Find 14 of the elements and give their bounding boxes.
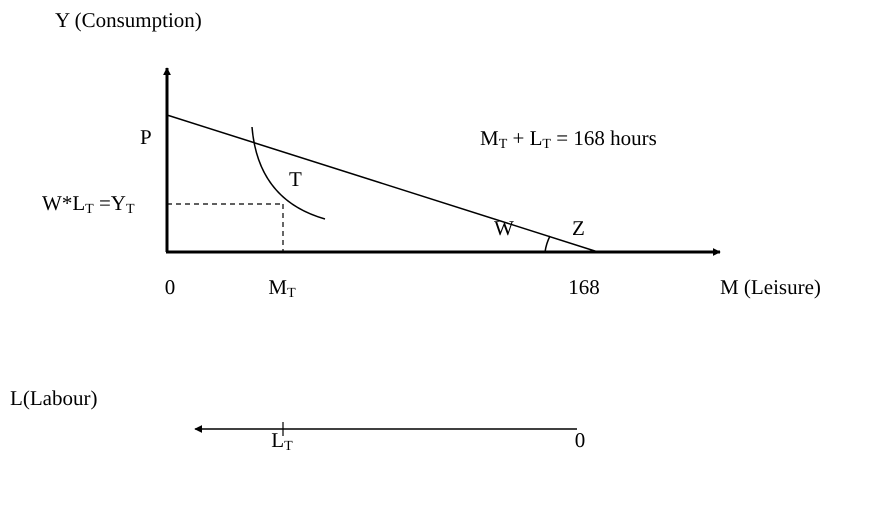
point-label: T: [289, 168, 302, 192]
point-label: P: [140, 126, 152, 150]
tick-label: L$_{T}$: [271, 429, 293, 452]
angle-label: W: [494, 217, 514, 240]
axis-label: M (Leisure): [720, 276, 821, 300]
tick-label: 168: [568, 276, 600, 300]
tick-label: 0: [574, 429, 586, 452]
tick-label: M$_{T}$: [268, 276, 296, 300]
equation-text: M$_{T}$ + L$_{T}$ = 168 hours: [480, 127, 657, 150]
axis-label: Y (Consumption): [55, 9, 202, 32]
point-label: Z: [572, 217, 585, 240]
axis-label: L(Labour): [10, 387, 98, 410]
axis-value-label: W*L$_{T}$ =Y$_{T}$: [42, 192, 135, 216]
tick-label: 0: [164, 276, 176, 300]
